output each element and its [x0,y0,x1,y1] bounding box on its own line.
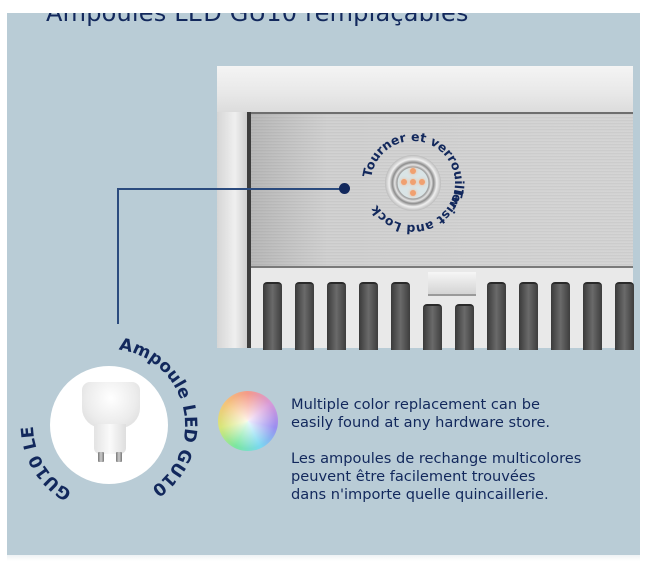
twist-lock-text-fr: Tourner et verrouiller [359,129,467,213]
hood-frame-edge [247,112,251,348]
hood-top-rim [217,66,633,114]
description-french: Les ampoules de rechange multicolores pe… [291,450,582,503]
hood-light-fixture [385,155,441,211]
color-replacement-description: Multiple color replacement can be easily… [291,396,631,522]
bulb-pin [116,452,122,462]
range-hood-image [217,66,634,350]
bulb-pin [98,452,104,462]
svg-text:Ampoule LED GU10: Ampoule LED GU10 [117,335,200,501]
led-dot [419,179,425,185]
leader-line-vertical [117,188,119,324]
vent-slot [263,282,282,350]
vent-slot [615,282,634,350]
page-title: Ampoules LED GU10 remplaçables [46,13,469,27]
panel-bottom-shadow [7,555,640,561]
led-dot [410,168,416,174]
vent-slot [551,282,570,350]
leader-dot-marker [339,183,350,194]
gu10-bulb-image [50,366,168,484]
vent-slot [487,282,506,350]
hood-front-panel [251,114,633,268]
leader-line-horizontal [117,188,345,190]
twist-lock-ring-label: Twist and Lock Tourner et verrouiller [359,129,467,237]
color-wheel-icon [218,391,278,451]
led-dot [410,190,416,196]
vent-slot [327,282,346,350]
svg-text:GU10 LED Light Bulb: GU10 LED Light Bulb [17,325,75,504]
vent-slot [391,282,410,350]
hood-left-frame [217,112,247,348]
led-dot [401,179,407,185]
gu10-ring-label: GU10 LED Light Bulb Ampoule LED GU10 [17,325,200,504]
gu10-text-en: GU10 LED Light Bulb [17,325,75,504]
gu10-text-fr: Ampoule LED GU10 [117,335,200,501]
grille-latch [428,272,476,296]
description-english: Multiple color replacement can be easily… [291,396,551,431]
vent-slot [455,304,474,350]
bulb-neck [94,424,126,454]
bulb-reflector [82,382,140,428]
vent-slot [583,282,602,350]
hood-vent-grille [251,268,634,350]
svg-text:Tourner et verrouiller: Tourner et verrouiller [359,129,467,213]
vent-slot [359,282,378,350]
vent-slot [295,282,314,350]
led-dot [410,179,416,185]
vent-slot [519,282,538,350]
vent-slot [423,304,442,350]
